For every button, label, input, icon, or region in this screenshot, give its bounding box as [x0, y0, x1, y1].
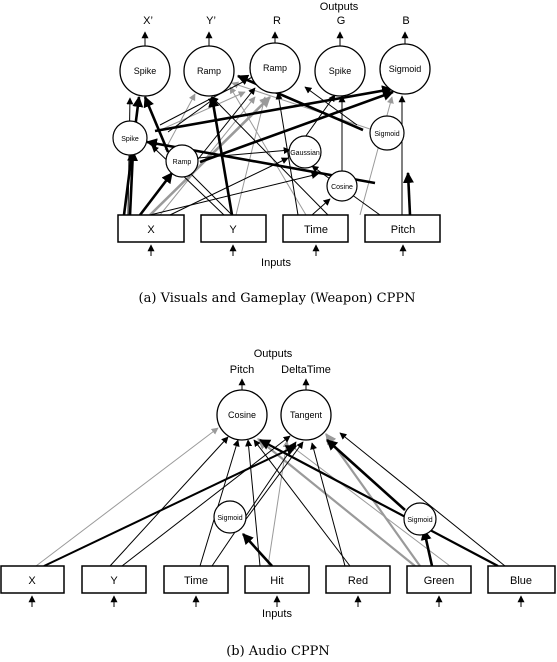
b-hidden-node-label: Sigmoid	[217, 515, 242, 522]
a-output-label-x: X’	[143, 15, 153, 27]
b-input-node-label: Blue	[510, 575, 532, 587]
b-input-node-x: X	[0, 565, 65, 607]
b-input-node-label: Red	[348, 575, 368, 587]
a-output-arrows	[141, 31, 409, 46]
b-input-node-y: Y	[81, 565, 147, 607]
b-hidden-node-sigmoid-right: Sigmoid	[403, 502, 437, 536]
b-inputs-title: Inputs	[262, 608, 292, 620]
b-output-node-cosine: Cosine	[216, 389, 268, 441]
b-input-node-label: Green	[424, 575, 455, 587]
a-output-node-sigmoid-b: Sigmoid	[379, 43, 431, 95]
a-output-node-label: Ramp	[263, 63, 287, 73]
b-input-node-label: X	[28, 575, 36, 587]
b-output-label-pitch: Pitch	[230, 364, 254, 376]
a-hidden-node-label: Gaussian	[290, 150, 320, 157]
a-inputs-title: Inputs	[261, 257, 291, 269]
b-output-label-deltatime: DeltaTime	[281, 364, 331, 376]
b-input-node-red: Red	[325, 565, 391, 607]
b-output-node-tangent: Tangent	[280, 389, 332, 441]
a-input-node-y: Y	[200, 214, 267, 256]
a-output-node-label: Ramp	[197, 66, 221, 76]
a-caption: (a) Visuals and Gameplay (Weapon) CPPN	[139, 291, 416, 306]
a-input-node-time: Time	[282, 214, 349, 256]
b-input-node-label: Hit	[270, 575, 283, 587]
a-hidden-node-cosine: Cosine	[326, 170, 358, 202]
a-hidden-node-label: Spike	[121, 136, 139, 143]
b-connections	[35, 427, 506, 567]
a-hidden-node-sigmoid: Sigmoid	[369, 115, 405, 151]
a-output-label-g: G	[337, 15, 346, 27]
a-output-node-spike-x: Spike	[119, 45, 171, 97]
a-output-node-label: Sigmoid	[389, 64, 422, 74]
a-output-node-label: Spike	[329, 66, 352, 76]
a-input-node-label: Time	[304, 224, 328, 236]
a-output-label-r: R	[273, 15, 281, 27]
a-input-node-pitch: Pitch	[364, 214, 441, 256]
a-output-label-y: Y’	[206, 15, 216, 27]
a-input-node-x: X	[117, 214, 185, 256]
diagram-a: Outputs X’ Y’ R G B	[112, 1, 441, 306]
b-input-node-hit: Hit	[244, 565, 310, 607]
a-input-node-label: Y	[229, 224, 237, 236]
a-output-node-ramp-r: Ramp	[249, 42, 301, 94]
b-hidden-node-sigmoid-left: Sigmoid	[213, 500, 247, 534]
a-hidden-node-label: Sigmoid	[374, 131, 399, 138]
a-output-node-ramp-y: Ramp	[183, 45, 235, 97]
a-output-node-spike-g: Spike	[314, 45, 366, 97]
b-input-node-green: Green	[406, 565, 472, 607]
b-output-node-label: Tangent	[290, 410, 323, 420]
b-input-node-label: Time	[184, 575, 208, 587]
b-caption: (b) Audio CPPN	[226, 644, 330, 659]
a-outputs-title: Outputs	[320, 1, 359, 13]
a-hidden-node-label: Cosine	[331, 184, 353, 191]
b-input-node-time: Time	[163, 565, 229, 607]
b-input-node-blue: Blue	[487, 565, 556, 607]
a-output-node-label: Spike	[134, 66, 157, 76]
a-hidden-node-ramp: Ramp	[165, 144, 199, 178]
a-hidden-node-spike: Spike	[112, 120, 148, 156]
a-input-node-label: Pitch	[391, 224, 415, 236]
a-hidden-node-gaussian: Gaussian	[288, 135, 322, 169]
b-input-node-label: Y	[110, 575, 118, 587]
a-hidden-node-label: Ramp	[173, 159, 192, 166]
a-output-label-b: B	[402, 15, 409, 27]
b-output-arrows	[238, 378, 310, 390]
b-output-node-label: Cosine	[228, 410, 256, 420]
b-hidden-node-label: Sigmoid	[407, 517, 432, 524]
a-input-node-label: X	[147, 224, 155, 236]
b-outputs-title: Outputs	[254, 348, 293, 360]
diagram-b: Outputs Pitch DeltaTime	[0, 348, 556, 659]
